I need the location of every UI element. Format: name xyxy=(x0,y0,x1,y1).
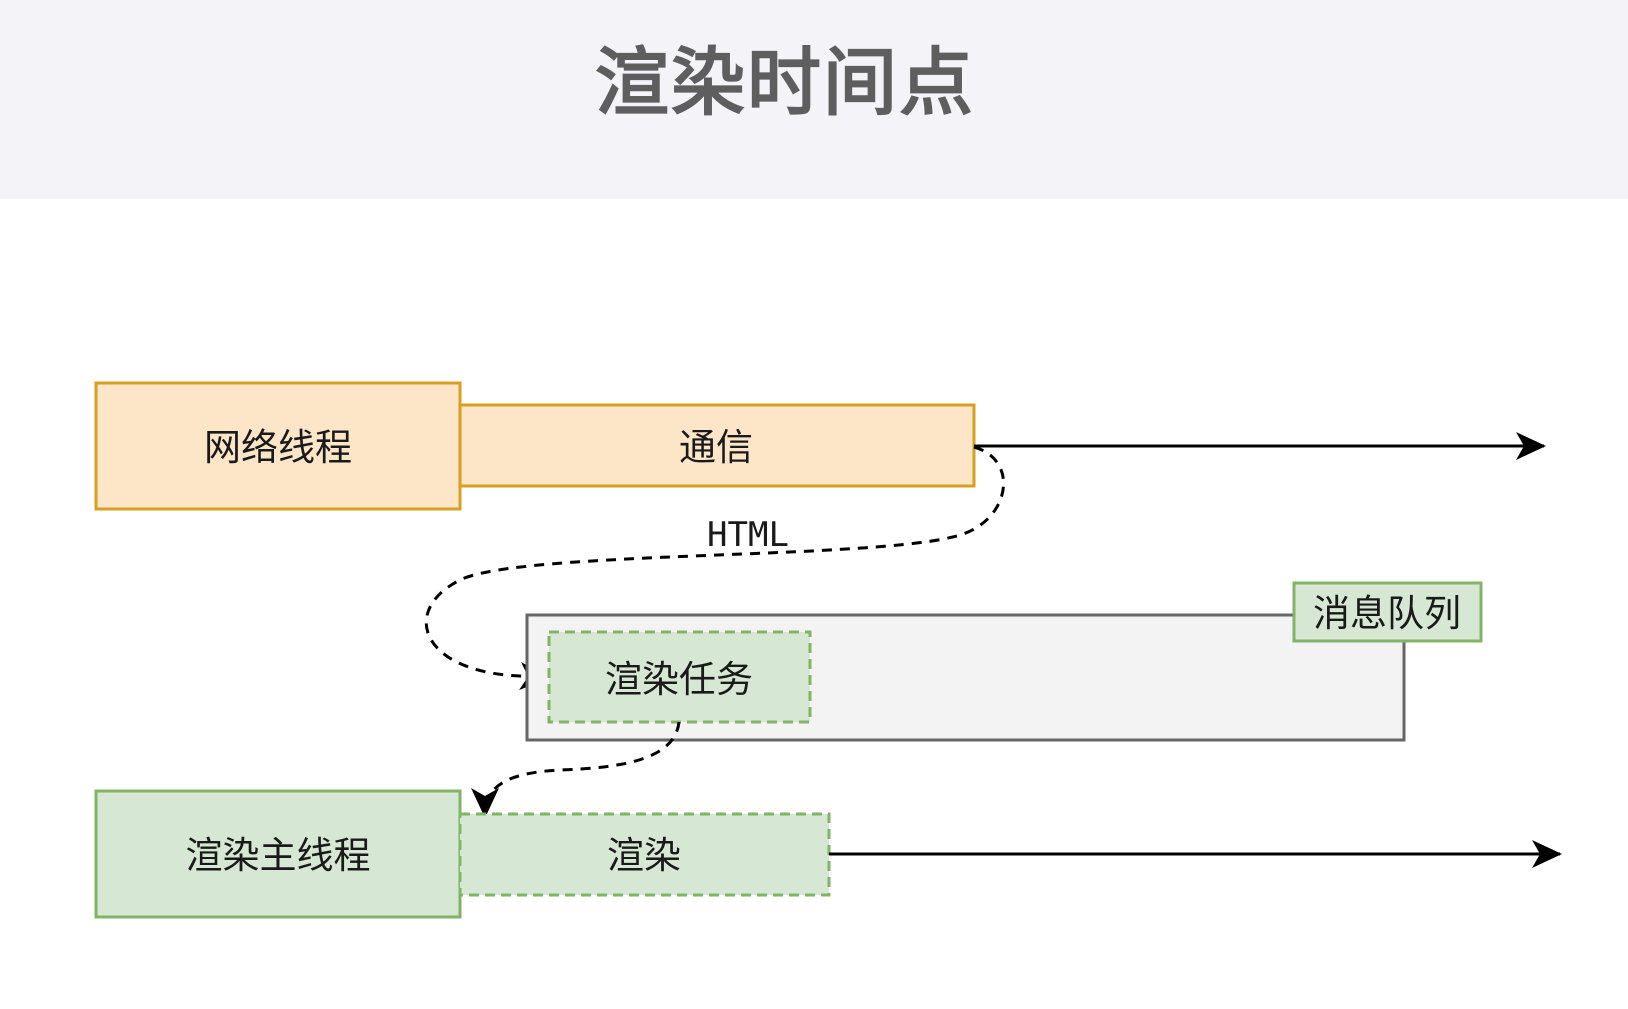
render-box xyxy=(458,812,831,897)
communication-label: 通信 xyxy=(679,426,753,469)
header-banner: 渲染时间点 xyxy=(0,0,1628,199)
render-main-thread-row: 渲染主线程 渲染 xyxy=(94,789,1562,919)
network-thread-box xyxy=(94,381,462,511)
render-label: 渲染 xyxy=(607,834,681,877)
network-thread-row: 网络线程 通信 xyxy=(94,381,1546,511)
render-main-thread-label: 渲染主线程 xyxy=(186,834,371,877)
message-queue-tag xyxy=(1292,581,1483,643)
render-task-label: 渲染任务 xyxy=(605,658,753,701)
network-thread-label: 网络线程 xyxy=(204,426,352,469)
render-task-box xyxy=(547,630,812,724)
html-dashed-connector xyxy=(424,445,1005,690)
message-queue-group: 消息队列 渲染任务 xyxy=(525,581,1483,742)
page-title: 渲染时间点 xyxy=(595,40,975,126)
render-main-thread-box xyxy=(94,789,462,919)
html-label: HTML xyxy=(707,515,789,555)
message-queue-label: 消息队列 xyxy=(1313,592,1461,635)
